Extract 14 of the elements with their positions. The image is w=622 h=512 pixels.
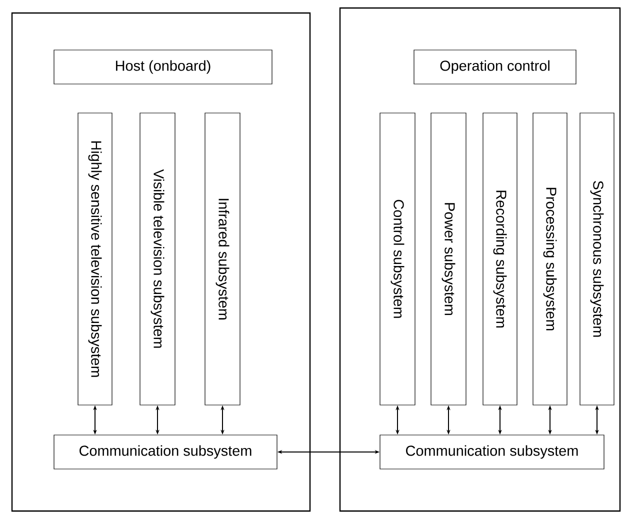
- subsystem-box: Processing subsystem: [532, 112, 568, 406]
- communication-box: Communication subsystem: [54, 434, 278, 470]
- group-title-box: Host (onboard): [54, 50, 272, 84]
- subsystem-box: Infrared subsystem: [204, 112, 240, 406]
- communication-box: Communication subsystem: [380, 434, 604, 470]
- group-frame: [339, 7, 621, 512]
- subsystem-box: Control subsystem: [380, 112, 416, 406]
- subsystem-box: Visible television subsystem: [140, 112, 176, 406]
- group-frame: [11, 12, 311, 512]
- subsystem-box: Highly sensitive television subsystem: [78, 112, 112, 406]
- subsystem-box: Synchronous subsystem: [580, 112, 614, 406]
- subsystem-box: Recording subsystem: [482, 112, 518, 406]
- group-title-box: Operation control: [414, 50, 576, 84]
- subsystem-box: Power subsystem: [430, 112, 466, 406]
